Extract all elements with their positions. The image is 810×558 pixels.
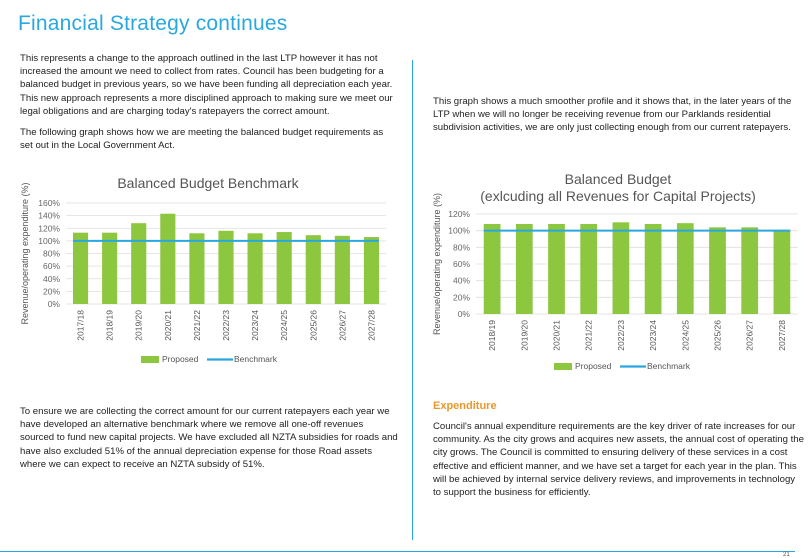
bar bbox=[160, 213, 176, 304]
x-tick-label: 2024/25 bbox=[279, 310, 289, 341]
bar bbox=[515, 224, 533, 314]
bar bbox=[612, 222, 630, 314]
right-paragraph-1: This graph shows a much smoother profile… bbox=[433, 96, 792, 134]
bar bbox=[741, 227, 759, 314]
x-tick-label: 2021/22 bbox=[584, 320, 594, 351]
legend-label-benchmark: Benchmark bbox=[647, 361, 691, 371]
bar bbox=[773, 229, 791, 314]
footer-line bbox=[0, 551, 795, 552]
y-tick-label: 120% bbox=[38, 223, 60, 233]
bar bbox=[676, 223, 694, 314]
x-tick-label: 2026/27 bbox=[745, 320, 755, 351]
x-tick-label: 2019/20 bbox=[134, 310, 144, 341]
bar bbox=[131, 223, 147, 304]
y-tick-label: 140% bbox=[38, 211, 60, 221]
chart-legend: Proposed Benchmark bbox=[554, 361, 691, 371]
x-tick-label: 2020/21 bbox=[163, 310, 173, 341]
left-paragraph-2: The following graph shows how we are mee… bbox=[20, 127, 384, 152]
y-tick-label: 40% bbox=[43, 274, 60, 284]
x-tick-label: 2018/19 bbox=[487, 320, 497, 351]
x-tick-label: 2025/26 bbox=[308, 310, 318, 341]
expenditure-heading: Expenditure bbox=[433, 400, 497, 412]
bar bbox=[548, 224, 565, 314]
x-tick-label: 2022/23 bbox=[221, 310, 231, 341]
y-tick-label: 80% bbox=[453, 242, 470, 252]
bar bbox=[644, 224, 662, 314]
column-divider bbox=[412, 60, 413, 540]
x-tick-label: 2018/19 bbox=[105, 310, 115, 341]
bar bbox=[363, 237, 380, 304]
legend-swatch-proposed bbox=[141, 356, 159, 363]
bar bbox=[102, 232, 118, 304]
chart-legend: Proposed Benchmark bbox=[141, 354, 278, 364]
x-tick-label: 2017/18 bbox=[76, 310, 86, 341]
bar bbox=[334, 235, 350, 304]
x-tick-label: 2019/20 bbox=[519, 320, 529, 351]
y-tick-label: 40% bbox=[453, 276, 470, 286]
page-title: Financial Strategy continues bbox=[18, 12, 288, 35]
y-tick-label: 120% bbox=[448, 209, 470, 219]
balanced-budget-excl-capital-chart: Balanced Budget(exlcuding all Revenues f… bbox=[432, 171, 798, 371]
x-tick-label: 2023/24 bbox=[250, 310, 260, 341]
y-tick-label: 100% bbox=[448, 226, 470, 236]
chart-title: (exlcuding all Revenues for Capital Proj… bbox=[480, 188, 755, 204]
legend-label-proposed: Proposed bbox=[575, 361, 612, 371]
x-tick-label: 2027/28 bbox=[777, 320, 787, 351]
legend-swatch-proposed bbox=[554, 363, 572, 370]
bar bbox=[580, 224, 598, 314]
bar bbox=[483, 224, 501, 314]
y-tick-label: 80% bbox=[43, 249, 60, 259]
y-tick-label: 100% bbox=[38, 236, 60, 246]
x-tick-label: 2023/24 bbox=[648, 320, 658, 351]
y-axis-label: Revenue/operating expenditure (%) bbox=[432, 193, 442, 335]
page-number: 21 bbox=[783, 552, 790, 558]
bar bbox=[218, 230, 234, 304]
bar bbox=[305, 235, 321, 304]
x-tick-label: 2022/23 bbox=[616, 320, 626, 351]
legend-label-benchmark: Benchmark bbox=[234, 354, 278, 364]
y-tick-label: 60% bbox=[453, 259, 470, 269]
balanced-budget-chart: Balanced Budget Benchmark 0% 20% 40% 60% 80% 1… bbox=[20, 175, 386, 364]
x-tick-label: 2025/26 bbox=[713, 320, 723, 351]
bar bbox=[709, 227, 726, 314]
y-tick-label: 160% bbox=[38, 198, 60, 208]
bar bbox=[276, 232, 292, 304]
left-paragraph-3: To ensure we are collecting the correct … bbox=[20, 406, 398, 470]
right-paragraph-2: Council's annual expenditure requirement… bbox=[433, 421, 804, 499]
y-axis-label: Revenue/operating expenditure (%) bbox=[20, 182, 30, 324]
y-tick-label: 20% bbox=[43, 286, 60, 296]
left-paragraph-1: This represents a change to the approach… bbox=[20, 53, 393, 117]
chart-title: Balanced Budget bbox=[565, 171, 672, 187]
bar bbox=[72, 232, 89, 304]
x-tick-label: 2026/27 bbox=[337, 310, 347, 341]
x-tick-label: 2027/28 bbox=[366, 310, 376, 341]
bar bbox=[247, 233, 263, 304]
y-tick-label: 60% bbox=[43, 261, 60, 271]
x-tick-label: 2024/25 bbox=[680, 320, 690, 351]
chart-title: Balanced Budget Benchmark bbox=[117, 175, 299, 191]
x-tick-label: 2020/21 bbox=[552, 320, 562, 351]
y-tick-label: 0% bbox=[458, 309, 471, 319]
y-tick-label: 0% bbox=[48, 299, 61, 309]
x-tick-label: 2021/22 bbox=[192, 310, 202, 341]
bar bbox=[189, 233, 205, 304]
y-tick-label: 20% bbox=[453, 292, 470, 302]
legend-label-proposed: Proposed bbox=[162, 354, 199, 364]
